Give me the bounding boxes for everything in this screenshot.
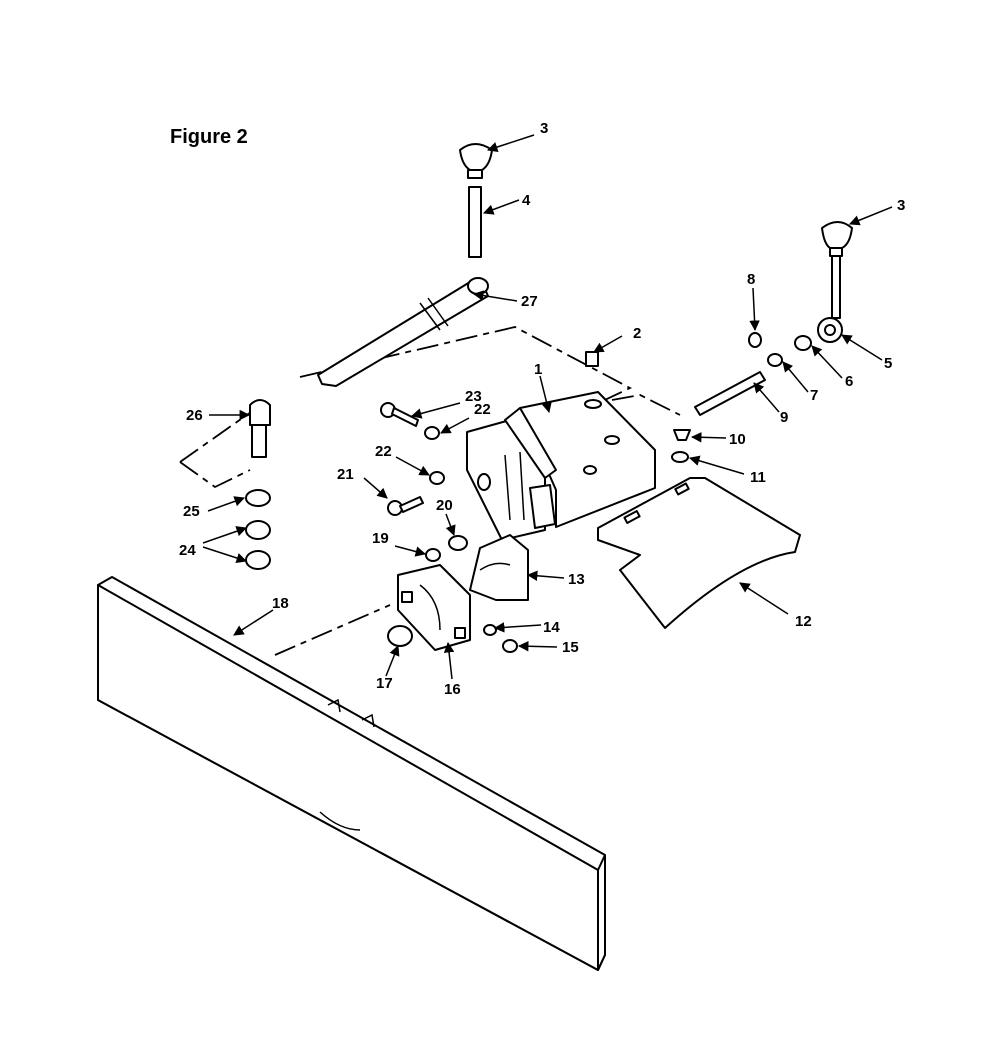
pad	[469, 534, 529, 601]
callout-2: 2	[633, 325, 641, 342]
nut-22-upper	[424, 426, 440, 440]
callout-17: 17	[376, 675, 393, 692]
nut-24-upper	[245, 520, 271, 540]
callout-22-lower: 22	[375, 443, 392, 460]
callout-3-left: 3	[540, 120, 548, 137]
knob-left	[459, 143, 493, 179]
callout-8: 8	[747, 271, 755, 288]
callout-12: 12	[795, 613, 812, 630]
leader-lines	[202, 134, 893, 680]
callout-25: 25	[183, 503, 200, 520]
washer-25	[245, 489, 271, 507]
clip-14	[483, 624, 497, 636]
nut-22-lower	[429, 471, 445, 485]
callout-labels: 3 4 27 2 1 3 8 5 6 7 9 10 11 12 13 14 15…	[179, 120, 905, 698]
callout-19: 19	[372, 530, 389, 547]
washer-19	[425, 548, 441, 562]
callout-6: 6	[845, 373, 853, 390]
callout-21: 21	[337, 466, 354, 483]
callout-22-upper: 22	[474, 401, 491, 418]
washer-11	[671, 451, 689, 463]
screw-15	[502, 639, 518, 653]
washer-7	[767, 353, 783, 367]
ring-8	[748, 332, 762, 348]
fence-board	[97, 576, 606, 971]
callout-23: 23	[465, 388, 482, 405]
callout-7: 7	[810, 387, 818, 404]
lock-handle-hub	[817, 317, 843, 343]
callout-24: 24	[179, 542, 196, 559]
callout-1: 1	[534, 361, 542, 378]
nut-24-lower	[245, 550, 271, 570]
callout-13: 13	[568, 571, 585, 588]
callout-9: 9	[780, 409, 788, 426]
screw-20	[448, 535, 468, 551]
screw-10	[673, 429, 691, 441]
callout-15: 15	[562, 639, 579, 656]
eye-bolt-26	[249, 399, 271, 458]
threaded-stud	[468, 186, 482, 258]
callout-27: 27	[521, 293, 538, 310]
adjustment-rod	[317, 277, 489, 387]
clamp-block	[397, 564, 471, 651]
callout-10: 10	[729, 431, 746, 448]
callout-20: 20	[436, 497, 453, 514]
guard-plate	[597, 477, 801, 629]
callout-4: 4	[522, 192, 531, 209]
knob-cap	[387, 625, 413, 647]
fence-bracket-body	[466, 391, 656, 541]
callout-5: 5	[884, 355, 892, 372]
figure-title: Figure 2	[170, 126, 248, 148]
callout-3-right: 3	[897, 197, 905, 214]
bolt-23	[380, 402, 419, 427]
callout-16: 16	[444, 681, 461, 698]
callout-26: 26	[186, 407, 203, 424]
callout-11: 11	[750, 469, 766, 486]
nut-6	[794, 335, 812, 351]
bolt-21	[387, 496, 424, 516]
callout-14: 14	[543, 619, 560, 636]
callout-18: 18	[272, 595, 289, 612]
threaded-rod	[694, 371, 766, 416]
knob-right	[821, 221, 853, 319]
set-screw-2	[585, 351, 599, 367]
